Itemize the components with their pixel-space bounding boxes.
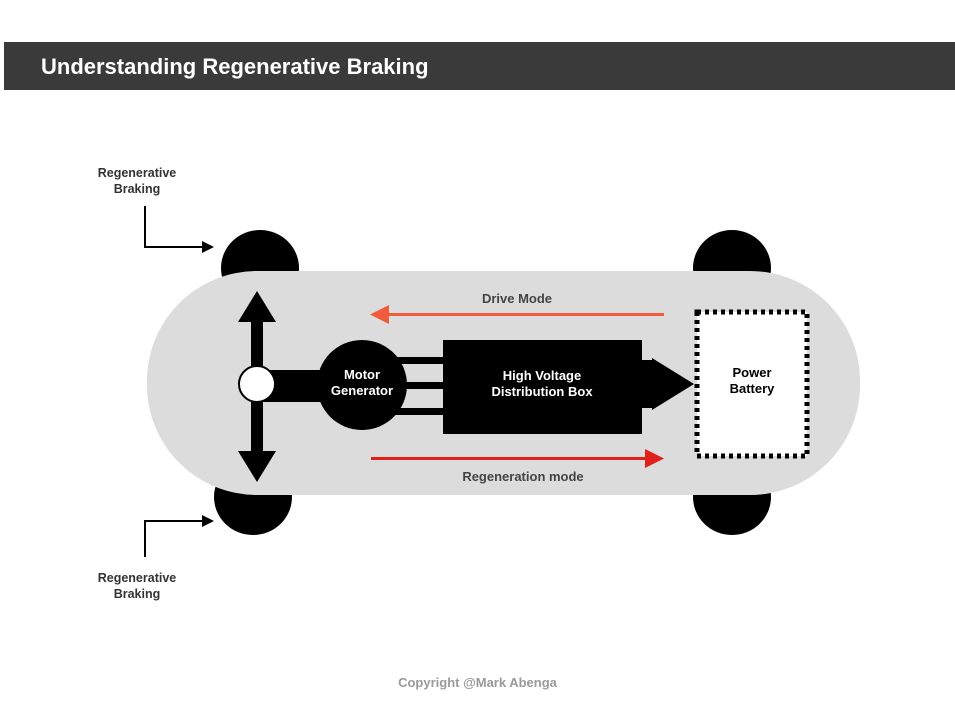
motor-label-line1: Motor xyxy=(344,367,380,382)
hvdb-to-battery-arrow xyxy=(642,358,694,410)
power-battery xyxy=(694,309,810,459)
regen-bottom-label-line2: Braking xyxy=(114,587,161,601)
drive-mode-arrow xyxy=(370,305,664,324)
motor-connectors xyxy=(395,357,447,415)
motor-generator xyxy=(317,340,407,430)
drive-mode-label: Drive Mode xyxy=(482,291,552,306)
battery-label-line1: Power xyxy=(732,365,771,380)
page-title: Understanding Regenerative Braking xyxy=(41,54,429,79)
regen-top-label-line2: Braking xyxy=(114,182,161,196)
axle-hub xyxy=(238,365,276,403)
regeneration-mode-label: Regeneration mode xyxy=(462,469,583,484)
battery-label-line2: Battery xyxy=(730,381,776,396)
motor-label-line2: Generator xyxy=(331,383,393,398)
regen-top-label-line1: Regenerative xyxy=(98,166,177,180)
copyright-footer: Copyright @Mark Abenga xyxy=(398,675,557,690)
regen-bottom-label-line1: Regenerative xyxy=(98,571,177,585)
regen-bottom-arrow xyxy=(144,515,214,557)
hvdb-label-line1: High Voltage xyxy=(503,368,581,383)
title-bar: Understanding Regenerative Braking xyxy=(4,42,955,90)
regen-top-arrow xyxy=(144,206,214,253)
hvdb-label-line2: Distribution Box xyxy=(491,384,593,399)
regeneration-mode-arrow xyxy=(371,449,664,468)
hv-distribution-box xyxy=(443,340,642,434)
